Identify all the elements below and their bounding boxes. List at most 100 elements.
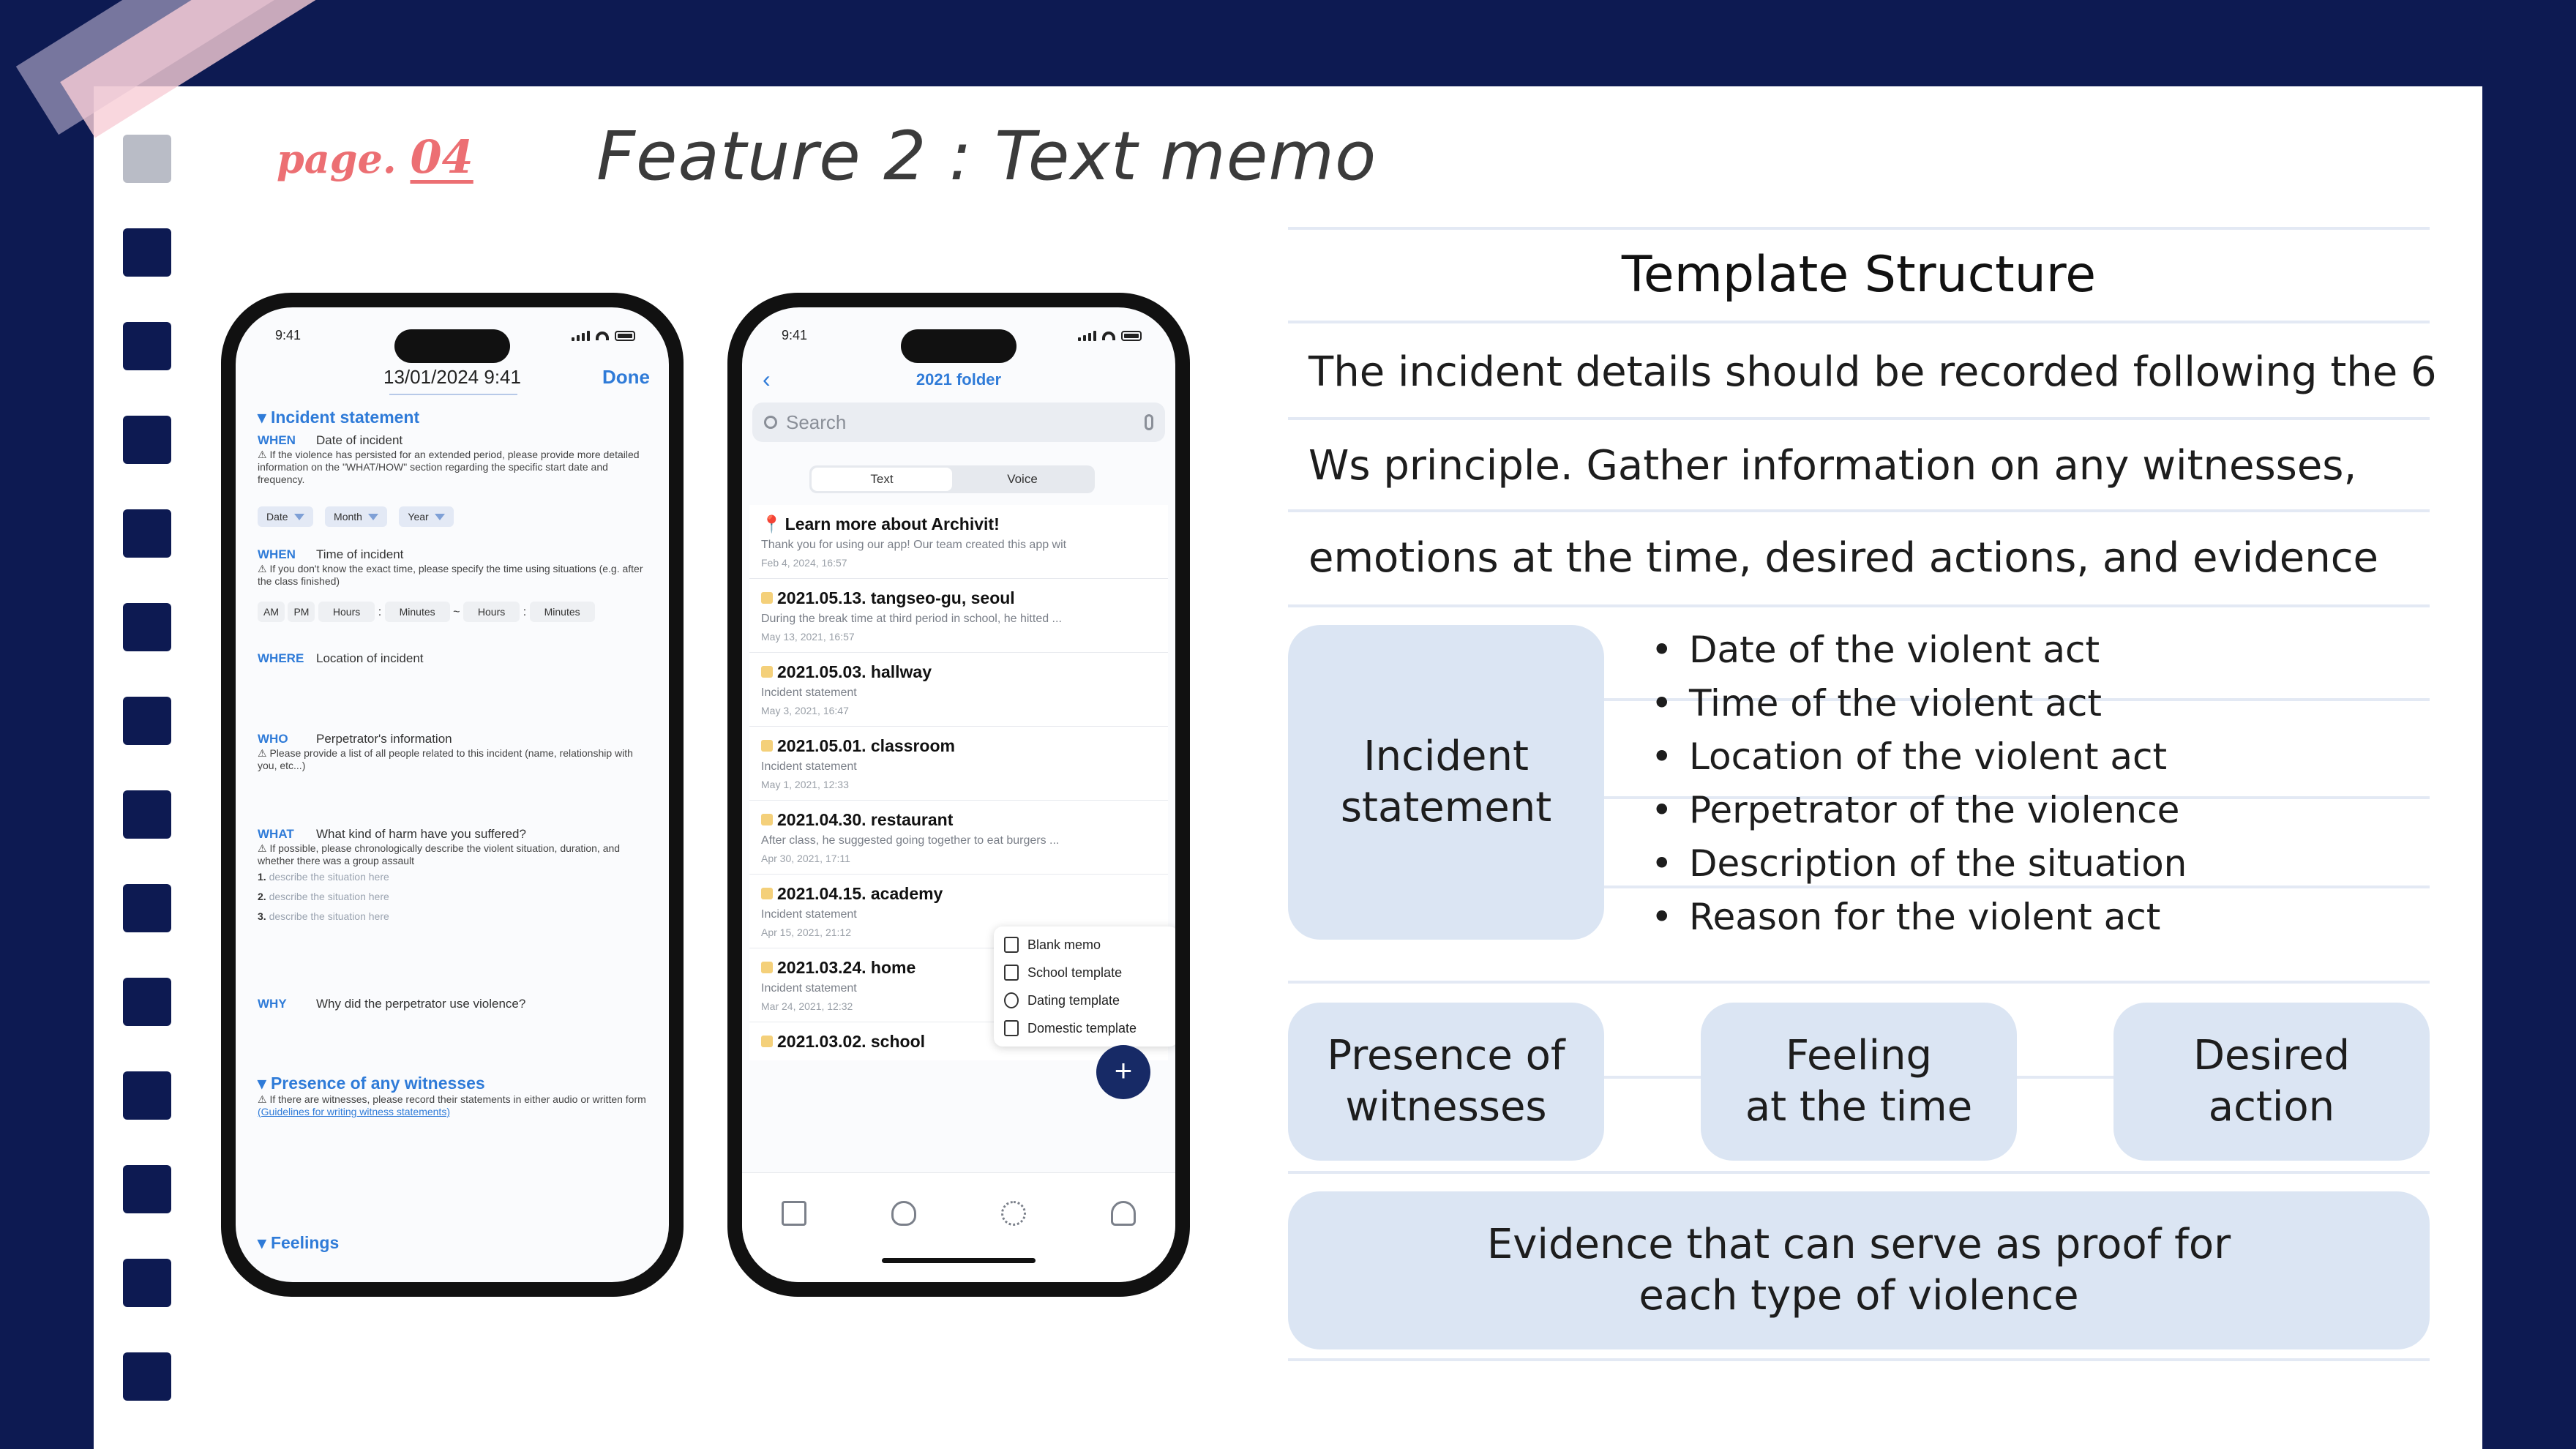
back-chevron-icon[interactable]: ‹: [763, 366, 771, 392]
memo-item[interactable]: 2021.04.15. academy Incident statement A…: [749, 875, 1168, 948]
when-key: WHEN: [258, 547, 296, 561]
section-incident-label: Incident statement: [270, 408, 420, 427]
phone-memo-list: 9:41 ‹ 2021 folder Search Text Voice 📍Le…: [727, 293, 1190, 1297]
memo-item[interactable]: 2021.05.03. hallway Incident statement M…: [749, 653, 1168, 727]
section-feelings-header[interactable]: ▾ Feelings: [258, 1233, 340, 1252]
search-icon: [764, 416, 777, 429]
lightbulb-icon[interactable]: [891, 1201, 916, 1226]
hours-input[interactable]: Hours: [318, 602, 375, 622]
memo-icon: [761, 814, 773, 825]
menu-item-label: Blank memo: [1027, 937, 1101, 952]
date-select[interactable]: Date: [258, 506, 313, 527]
menu-item-school-template[interactable]: School template: [994, 959, 1175, 986]
tilde-separator: ~: [453, 606, 460, 618]
add-memo-button[interactable]: +: [1096, 1045, 1150, 1099]
phone-screen: 9:41 13/01/2024 9:41 Done ▾ Incident sta…: [236, 307, 669, 1282]
hours-input[interactable]: Hours: [463, 602, 520, 622]
rule-line: [1288, 981, 2430, 984]
memo-item[interactable]: 📍Learn more about Archivit! Thank you fo…: [749, 505, 1168, 579]
list-placeholder[interactable]: describe the situation here: [269, 910, 389, 922]
memo-date: May 1, 2021, 12:33: [761, 779, 849, 790]
month-select[interactable]: Month: [325, 506, 387, 527]
menu-item-blank-memo[interactable]: Blank memo: [994, 931, 1175, 959]
signal-icon: [572, 331, 590, 341]
memo-item[interactable]: 2021.04.30. restaurant After class, he s…: [749, 801, 1168, 875]
menu-item-label: School template: [1027, 965, 1123, 980]
memo-date: 13/01/2024 9:41: [383, 366, 521, 388]
memo-item[interactable]: 2021.03.02. school: [749, 1022, 1168, 1060]
list-index: 2.: [258, 891, 266, 902]
box-line: Desired: [2193, 1032, 2351, 1079]
memo-date: Mar 24, 2021, 12:32: [761, 1000, 853, 1012]
memo-preview: Incident statement: [761, 908, 857, 921]
tab-bar: [742, 1172, 1175, 1282]
search-bar[interactable]: Search: [752, 402, 1165, 442]
box-line: Presence of: [1327, 1032, 1565, 1079]
template-popup-menu: Blank memo School template Dating templa…: [994, 926, 1175, 1046]
home-icon[interactable]: [782, 1201, 806, 1226]
search-input[interactable]: Search: [786, 411, 847, 433]
memo-title: 2021.05.01. classroom: [777, 736, 955, 755]
description-line-3: emotions at the time, desired actions, a…: [1308, 534, 2378, 582]
minutes-input[interactable]: Minutes: [529, 602, 595, 622]
memo-item[interactable]: 2021.05.01. classroom Incident statement…: [749, 727, 1168, 801]
box-line: action: [2208, 1083, 2335, 1131]
witness-guideline-link[interactable]: (Guidelines for writing witness statemen…: [258, 1106, 450, 1117]
minutes-input[interactable]: Minutes: [384, 602, 450, 622]
rule-line: [1288, 604, 2430, 607]
menu-item-dating-template[interactable]: Dating template: [994, 986, 1175, 1014]
done-button[interactable]: Done: [602, 366, 650, 388]
rule-line: [1288, 417, 2430, 420]
pm-toggle[interactable]: PM: [288, 602, 315, 622]
memo-date: Apr 15, 2021, 21:12: [761, 926, 851, 938]
date-select-label: Date: [266, 511, 288, 523]
status-time: 9:41: [782, 328, 808, 342]
what-label: What kind of harm have you suffered?: [316, 827, 526, 841]
segment-text[interactable]: Text: [812, 468, 952, 491]
memo-date: May 13, 2021, 16:57: [761, 631, 855, 643]
who-note: ⚠ Please provide a list of all people re…: [258, 747, 633, 771]
memo-item[interactable]: 2021.03.24. home Incident statement Mar …: [749, 948, 1168, 1022]
year-select[interactable]: Year: [399, 506, 454, 527]
list-placeholder[interactable]: describe the situation here: [269, 891, 389, 902]
list-placeholder[interactable]: describe the situation here: [269, 871, 389, 883]
segment-voice[interactable]: Voice: [1007, 472, 1038, 486]
section-incident-header[interactable]: ▾ Incident statement: [258, 408, 420, 427]
rule-line: [1288, 1358, 2430, 1361]
rule-line: [1288, 321, 2430, 323]
month-select-label: Month: [334, 511, 362, 523]
am-toggle[interactable]: AM: [258, 602, 285, 622]
binding-hole: [123, 135, 171, 183]
box-line: Evidence that can serve as proof for: [1486, 1221, 2231, 1268]
memo-item[interactable]: 2021.05.13. tangseo-gu, seoul During the…: [749, 579, 1168, 653]
person-icon[interactable]: [1111, 1201, 1136, 1226]
binding-hole: [123, 790, 171, 839]
section-witness-header[interactable]: ▾ Presence of any witnesses ⚠ If there a…: [258, 1075, 653, 1118]
gear-icon[interactable]: [1001, 1201, 1026, 1226]
binding-hole: [123, 322, 171, 370]
memo-title: 2021.03.24. home: [777, 958, 916, 977]
date-chips: Date Month Year: [258, 506, 653, 527]
page-prefix: page.: [277, 135, 397, 182]
bullet-item: Time of the violent act: [1651, 677, 2187, 730]
status-icons: [572, 331, 635, 341]
memo-date: Feb 4, 2024, 16:57: [761, 557, 847, 569]
memo-title: 2021.05.03. hallway: [777, 662, 932, 681]
description-line-1: The incident details should be recorded …: [1308, 348, 2437, 396]
list-index: 1.: [258, 871, 266, 883]
signal-icon: [1078, 331, 1096, 341]
mic-icon[interactable]: [1145, 414, 1153, 430]
memo-preview: During the break time at third period in…: [761, 613, 1062, 625]
date-underline: [389, 394, 517, 395]
menu-item-domestic-template[interactable]: Domestic template: [994, 1014, 1175, 1042]
menu-item-label: Domestic template: [1027, 1020, 1137, 1036]
list-index: 3.: [258, 910, 266, 922]
